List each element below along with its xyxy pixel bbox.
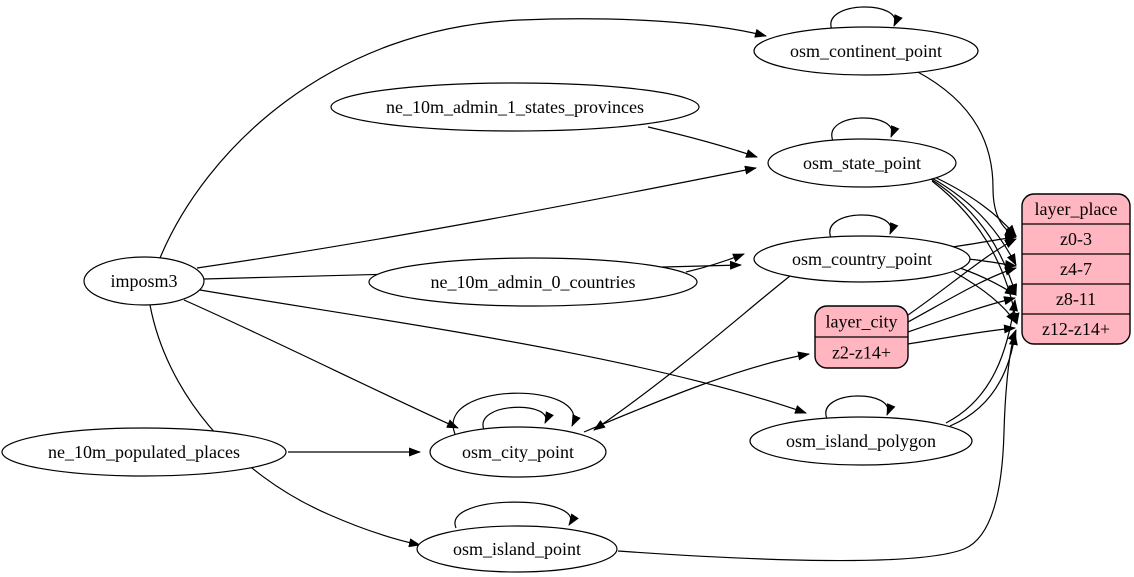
layer_place-shape (1021, 193, 1131, 345)
node-osm_country_point: osm_country_point (753, 235, 971, 283)
osm_island_polygon-shape (749, 416, 973, 466)
ne_10m_populated_places-shape (1, 427, 287, 477)
edge-osm_state_point-to-layer_place:z4-7 (929, 176, 1017, 266)
osm_country_point-label: osm_country_point (792, 249, 932, 269)
node-osm_island_polygon: osm_island_polygon (749, 416, 973, 466)
edge-osm_city_point-to-osm_city_point (452, 392, 581, 435)
ne_10m_admin_1_states_provinces-label: ne_10m_admin_1_states_provinces (386, 97, 644, 117)
edge-osm_country_point-to-layer_place:z0-3 (951, 233, 1017, 248)
node-osm_city_point: osm_city_point (429, 426, 607, 478)
edge-osm_continent_point-to-layer_place:z0-3 (915, 70, 1017, 237)
osm_continent_point-label: osm_continent_point (790, 41, 942, 61)
edge-osm_country_point-to-layer_place:z8-11 (959, 267, 1017, 296)
layer_place-row-z0-3: z0-3 (1060, 229, 1092, 249)
osm_state_point-shape (767, 138, 957, 188)
ne_10m_admin_1_states_provinces-shape (330, 82, 700, 132)
node-ne_10m_admin_1_states_provinces: ne_10m_admin_1_states_provinces (330, 82, 700, 132)
node-imposm3: imposm3 (83, 256, 205, 306)
edge-layer_city-to-layer_place:z8-11 (907, 296, 1016, 333)
edge-imposm3-to-osm_city_point (183, 299, 459, 429)
edge-ne_10m_admin_1_states_provinces-to-osm_state_point (647, 126, 758, 158)
edge-layer_city-to-layer_place:z0-3 (907, 238, 1017, 316)
osm_continent_point-shape (753, 26, 979, 76)
edge-imposm3-to-osm_island_point (149, 304, 421, 548)
layer_city-row-z2-z14+: z2-z14+ (832, 343, 891, 363)
node-layer_place: layer_place z0-3 z4-7 z8-11 z12-z14+ (1021, 193, 1131, 345)
edge-layer_city-to-layer_place:z4-7 (907, 266, 1017, 323)
node-osm_state_point: osm_state_point (767, 138, 957, 188)
edge-imposm3-to-osm_state_point (196, 165, 757, 269)
imposm3-shape (83, 256, 205, 306)
osm_island_point-shape (416, 525, 618, 573)
osm_country_point-shape (753, 235, 971, 283)
edge-osm_state_point-to-layer_place:z0-3 (927, 173, 1017, 237)
ne_10m_populated_places-label: ne_10m_populated_places (48, 442, 240, 462)
edge-osm_country_point-to-layer_place:z4-7 (967, 258, 1017, 269)
osm_island_point-label: osm_island_point (453, 539, 581, 559)
layer_place-row-layer_place: layer_place (1035, 199, 1118, 219)
layer_place-row-z4-7: z4-7 (1060, 259, 1092, 279)
edge-osm_island_point-to-layer_place:z12-z14+ (617, 329, 1017, 562)
edge-imposm3-to-osm_continent_point (159, 18, 767, 259)
edge-osm_state_point-to-layer_place:z8-11 (930, 178, 1018, 296)
edge-osm_state_point-to-osm_state_point (831, 117, 900, 142)
osm_city_point-shape (429, 426, 607, 478)
node-ne_10m_populated_places: ne_10m_populated_places (1, 427, 287, 477)
edge-ne_10m_admin_0_countries-to-osm_country_point (685, 253, 745, 273)
edge-osm_continent_point-to-osm_continent_point (830, 6, 903, 31)
imposm3-label: imposm3 (110, 271, 177, 291)
node-ne_10m_admin_0_countries: ne_10m_admin_0_countries (368, 257, 698, 307)
layer_city-row-layer_city: layer_city (826, 312, 898, 332)
osm_island_polygon-label: osm_island_polygon (786, 431, 936, 451)
edge-osm_city_point-to-layer_city:z2-z14+ (583, 351, 810, 433)
edge-osm_island_polygon-to-layer_place:z8-11 (945, 299, 1018, 424)
edge-osm_island_point-to-osm_island_point (454, 501, 579, 529)
osm_state_point-label: osm_state_point (803, 153, 921, 173)
osm_city_point-label: osm_city_point (462, 442, 574, 462)
ne_10m_admin_0_countries-shape (368, 257, 698, 307)
ne_10m_admin_0_countries-label: ne_10m_admin_0_countries (431, 272, 636, 292)
edge-osm_country_point-to-osm_country_point (829, 214, 899, 239)
layer_place-row-z8-11: z8-11 (1056, 289, 1096, 309)
layer_place-row-z12-z14+: z12-z14+ (1042, 319, 1110, 339)
edge-osm_country_point-to-layer_place:z12-z14+ (953, 271, 1017, 324)
node-osm_continent_point: osm_continent_point (753, 26, 979, 76)
edge-osm_city_point-to-osm_city_point (482, 406, 554, 431)
edge-layer_city-to-layer_place:z12-z14+ (907, 324, 1016, 345)
edge-osm_island_polygon-to-layer_place:z12-z14+ (949, 333, 1018, 427)
edge-osm_country_point-to-osm_city_point (593, 275, 791, 431)
node-osm_island_point: osm_island_point (416, 525, 618, 573)
edge-osm_island_polygon-to-osm_island_polygon (825, 395, 896, 420)
edge-imposm3-to-osm_island_polygon (199, 289, 807, 414)
node-layer_city: layer_city z2-z14+ (814, 305, 909, 369)
